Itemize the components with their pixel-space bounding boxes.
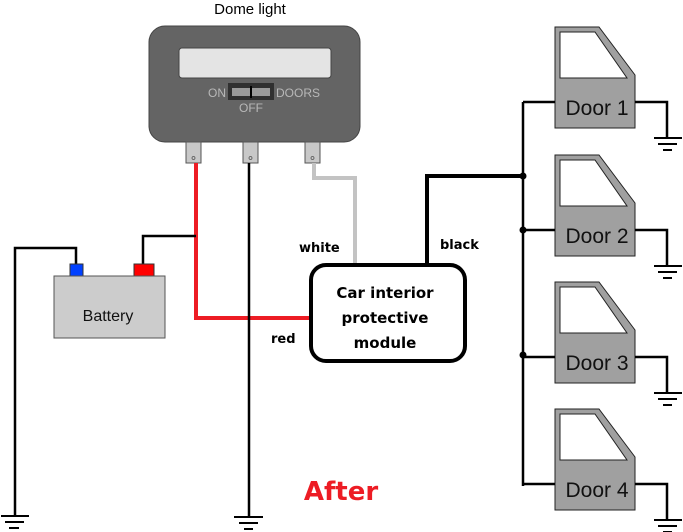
dome-light-lens (178, 47, 332, 79)
door-label: Door 2 (565, 225, 628, 248)
black-wire (425, 174, 523, 266)
door-label: Door 4 (565, 479, 628, 502)
white-wire (312, 163, 357, 266)
battery-negative-wire (13, 246, 78, 517)
red-wire-label: red (271, 332, 296, 347)
ground-symbol (1, 515, 29, 529)
switch-slot-right (252, 88, 270, 96)
switch-lever[interactable] (250, 86, 252, 98)
switch-on-label: ON (208, 86, 226, 100)
battery-positive-terminal (133, 263, 155, 277)
battery: Battery (53, 263, 166, 339)
door-1: Door 1 (523, 26, 682, 151)
terminal-hole (248, 156, 253, 160)
door-label: Door 3 (565, 352, 628, 375)
ground-symbol (654, 265, 682, 279)
ground-symbol (234, 516, 263, 530)
door-ground-wire (635, 482, 669, 520)
junction-dot (519, 172, 527, 180)
door-window (559, 413, 628, 461)
module-box[interactable] (309, 263, 467, 363)
switch-doors-label: DOORS (276, 86, 320, 100)
white-wire-label: white (299, 241, 340, 256)
door-3: Door 3 (523, 281, 682, 406)
module-label-line-2: protective (342, 309, 429, 327)
battery-label: Battery (83, 308, 134, 325)
black-wire-label: black (440, 238, 479, 253)
doors-group: Door 1 Door 2 Door 3 Door 4 (523, 26, 682, 532)
door-ground-wire (635, 228, 669, 266)
protective-module[interactable]: Car interior protective module (309, 263, 467, 363)
terminal-hole (310, 156, 315, 160)
door-window (559, 31, 628, 79)
door-window (559, 286, 628, 334)
module-label-line-1: Car interior (336, 284, 434, 302)
dome-light: ON DOORS OFF (148, 25, 361, 164)
battery-negative-terminal (69, 263, 84, 277)
door-window (559, 159, 628, 207)
battery-body (53, 275, 166, 339)
module-label-line-3: module (354, 334, 417, 352)
dome-terminal-2 (242, 141, 259, 164)
door-ground-wire (635, 355, 669, 393)
terminal-hole (191, 156, 196, 160)
red-wire (194, 163, 312, 320)
dome-light-label: Dome light (214, 1, 287, 18)
ground-symbol (654, 392, 682, 406)
diagram-title: After (304, 477, 378, 507)
ground-symbol (654, 137, 682, 151)
battery-positive-wire (141, 234, 196, 264)
switch-slot-left (232, 88, 250, 96)
switch-off-label: OFF (239, 101, 263, 115)
door-ground-wire (635, 100, 669, 138)
door-2: Door 2 (523, 154, 682, 279)
ground-symbol (654, 519, 682, 532)
door-4: Door 4 (523, 408, 682, 532)
door-label: Door 1 (565, 97, 628, 120)
dome-terminal-1 (185, 141, 202, 164)
